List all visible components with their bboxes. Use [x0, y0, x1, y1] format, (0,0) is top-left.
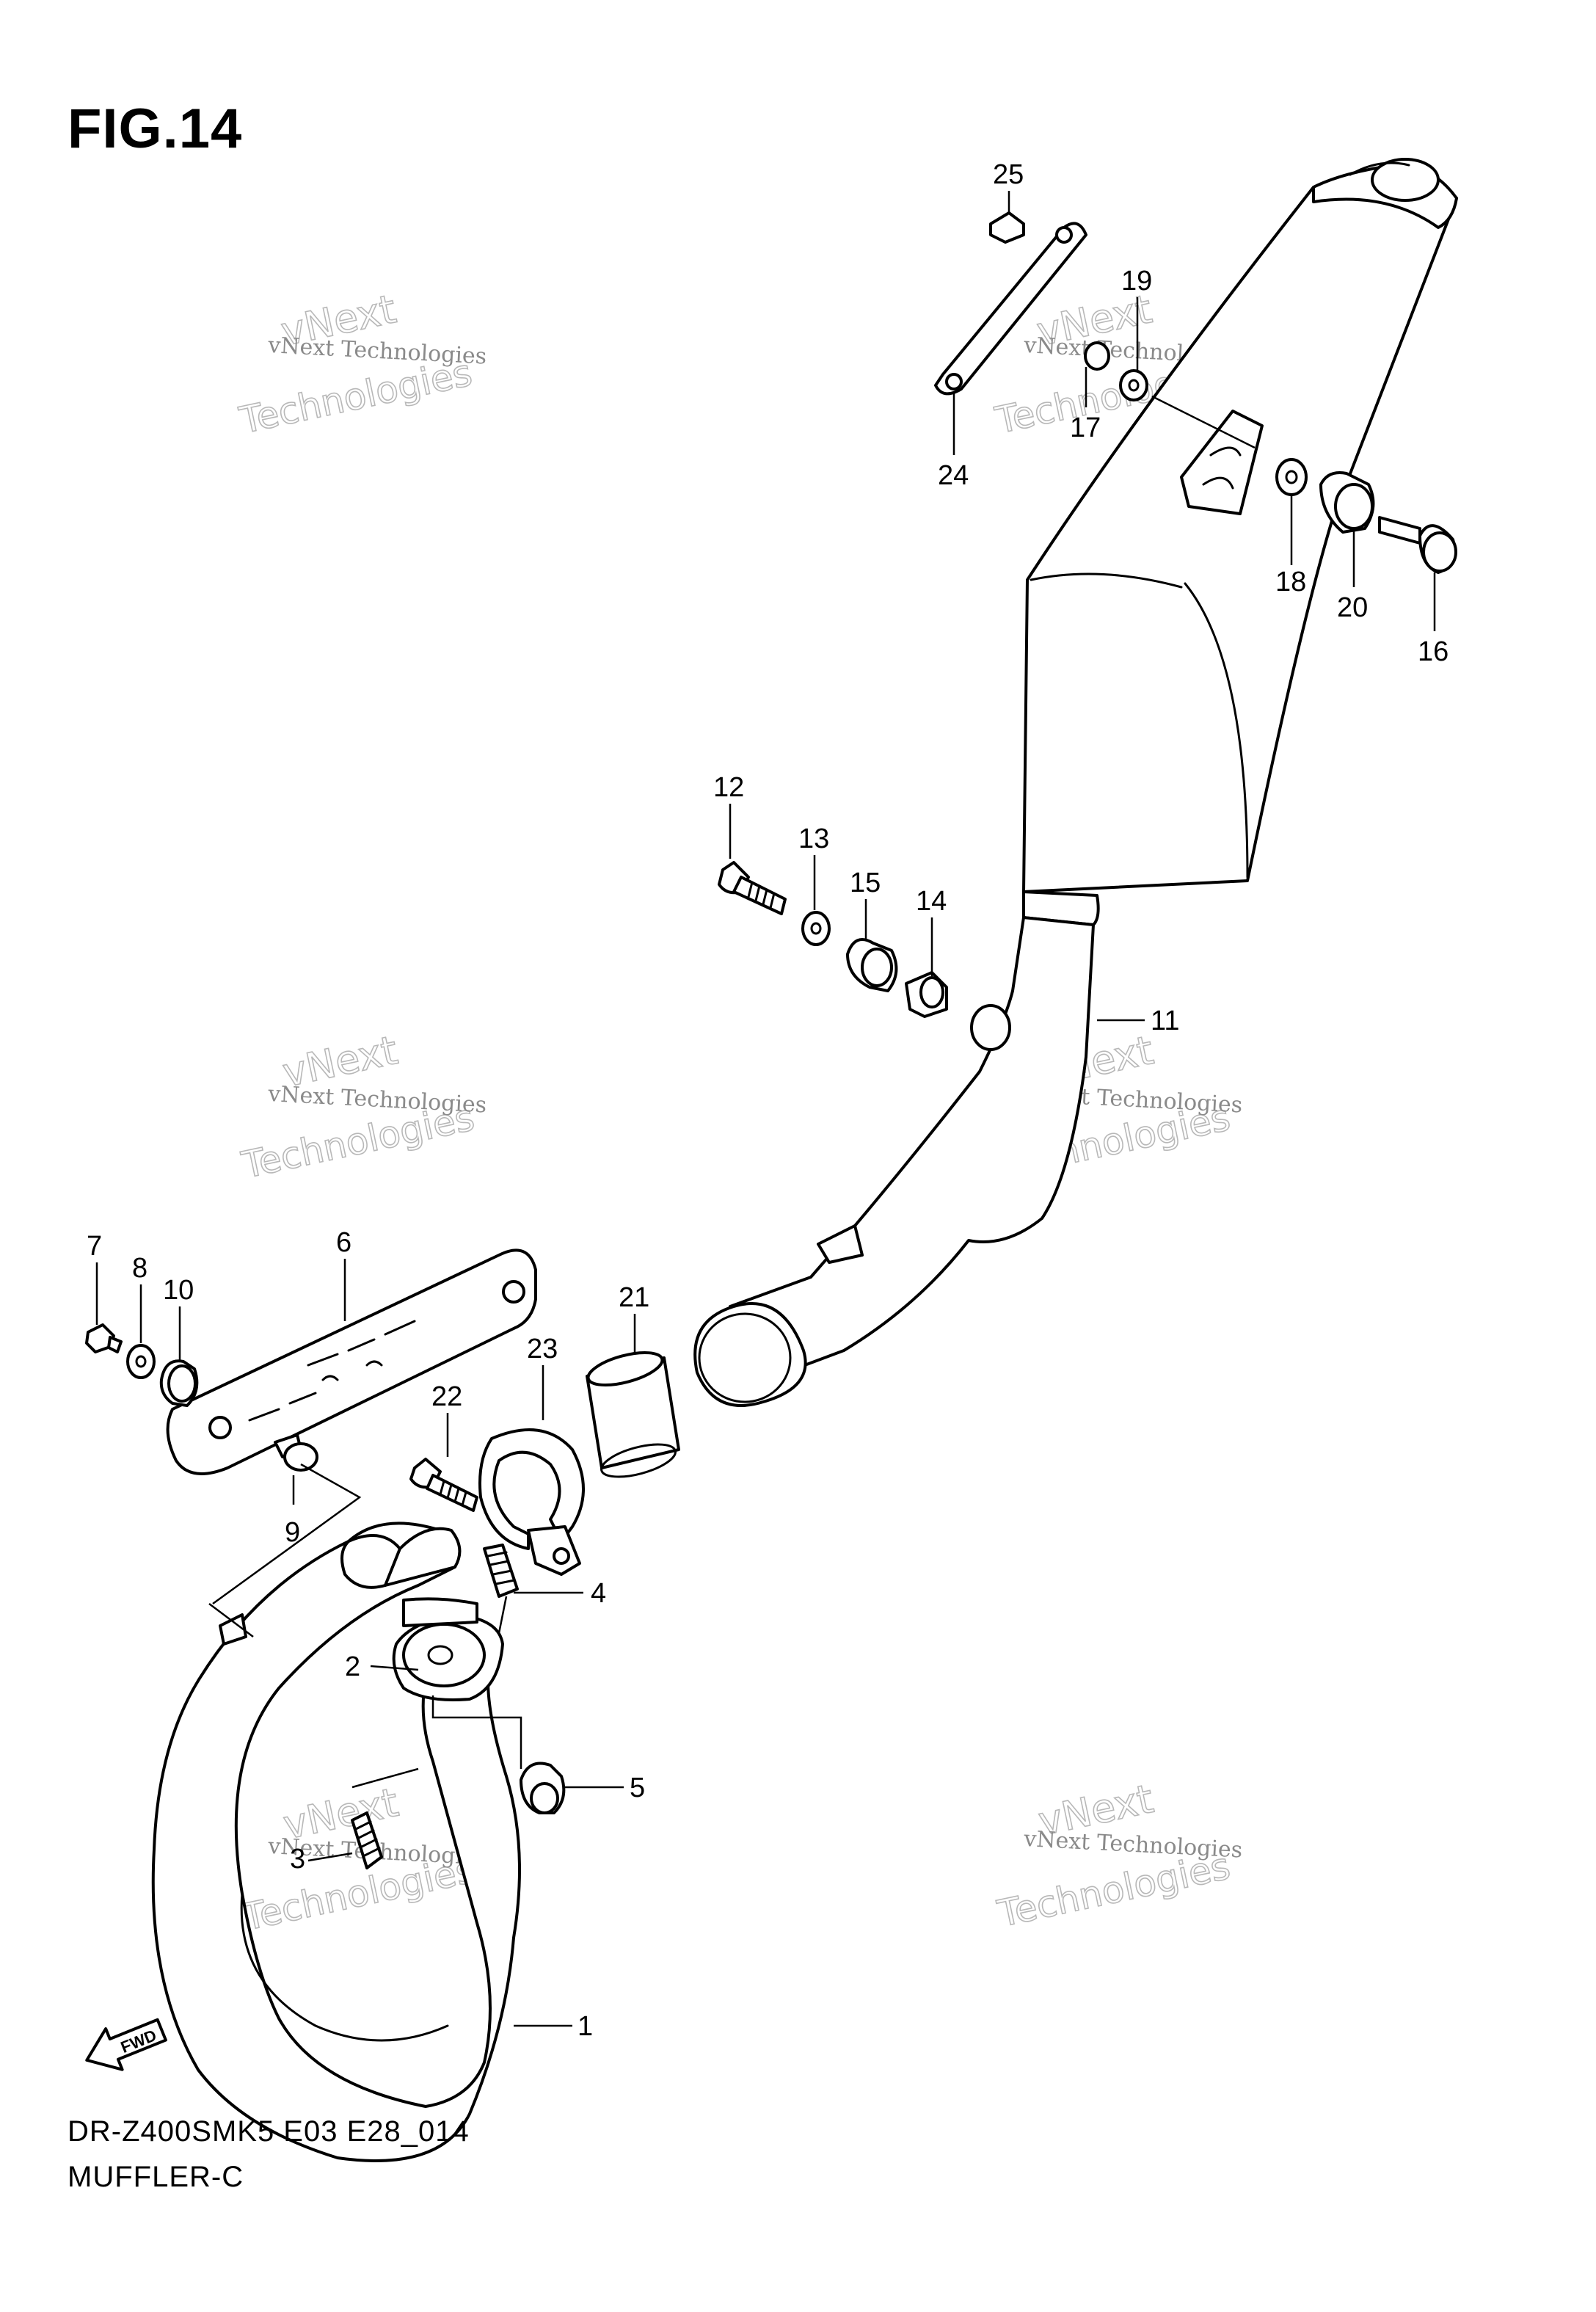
bolt-22: [409, 1458, 478, 1512]
model-code: DR-Z400SMK5 E03 E28_014: [68, 2115, 470, 2148]
watermark-text-bottom-right: vNext Technologies: [1023, 1826, 1243, 1864]
figure-title: FIG.14: [68, 98, 243, 160]
washer-18: [1275, 458, 1308, 496]
watermark-text-mid-left: vNext Technologies: [267, 1081, 487, 1119]
callout-25: 25: [993, 159, 1024, 190]
mount-axis-19: [1151, 395, 1256, 449]
bolt-25: [989, 211, 1025, 244]
clamp-23: [478, 1428, 585, 1576]
washer-8: [126, 1344, 156, 1379]
mount-axis-3: [351, 1767, 419, 1789]
bolt-16: [1378, 516, 1457, 574]
callout-12: 12: [713, 772, 744, 803]
gasket-21: [586, 1351, 680, 1478]
bolt-12: [718, 861, 787, 915]
grommet-15: [846, 938, 898, 992]
callout-2: 2: [345, 1651, 360, 1682]
callout-14: 14: [916, 886, 947, 917]
exhaust-pipe-1: [151, 1522, 521, 2162]
callout-4: 4: [591, 1578, 606, 1609]
callout-8: 8: [132, 1253, 147, 1284]
callout-22: 22: [431, 1381, 462, 1412]
callout-21: 21: [619, 1282, 649, 1313]
watermark-text-top-left: vNext Technologies: [267, 332, 487, 370]
callout-19: 19: [1121, 266, 1152, 297]
washer-19: [1119, 369, 1148, 401]
callout-3: 3: [290, 1844, 305, 1875]
callout-23: 23: [527, 1334, 558, 1364]
callout-17: 17: [1070, 412, 1101, 443]
callout-16: 16: [1418, 636, 1449, 667]
mount-axis-bracket: [208, 1603, 254, 1637]
stud-3: [351, 1811, 383, 1869]
collar-14: [905, 971, 948, 1018]
leader-2: [370, 1665, 419, 1671]
bolt-9: [274, 1433, 318, 1472]
callout-6: 6: [336, 1227, 351, 1258]
washer-13: [801, 911, 831, 946]
mount-axis-9: [212, 1463, 362, 1605]
callout-13: 13: [798, 824, 829, 854]
callout-1: 1: [577, 2011, 593, 2042]
nut-5: [520, 1762, 566, 1814]
collar-20: [1319, 471, 1375, 534]
muffler-assembly: [693, 158, 1458, 1407]
leader-3: [307, 1852, 353, 1862]
callout-20: 20: [1337, 592, 1368, 623]
collar-17: [1084, 341, 1110, 371]
callout-11: 11: [1151, 1006, 1179, 1036]
callout-9: 9: [285, 1517, 300, 1548]
callout-10: 10: [163, 1275, 194, 1306]
bolt-7: [85, 1323, 123, 1353]
callout-5: 5: [630, 1773, 645, 1803]
callout-18: 18: [1275, 567, 1306, 597]
heat-shield-6: [166, 1248, 537, 1475]
callout-7: 7: [87, 1231, 102, 1262]
section-name: MUFFLER-C: [68, 2161, 244, 2193]
collar-10: [159, 1359, 199, 1407]
callout-15: 15: [850, 868, 881, 898]
callout-24: 24: [938, 460, 969, 491]
mount-axis-5: [431, 1695, 522, 1769]
fwd-arrow-icon: FWD: [85, 2018, 167, 2071]
stud-bolt-4: [483, 1544, 519, 1598]
mount-axis-4: [498, 1596, 508, 1634]
strap-24: [934, 222, 1087, 396]
